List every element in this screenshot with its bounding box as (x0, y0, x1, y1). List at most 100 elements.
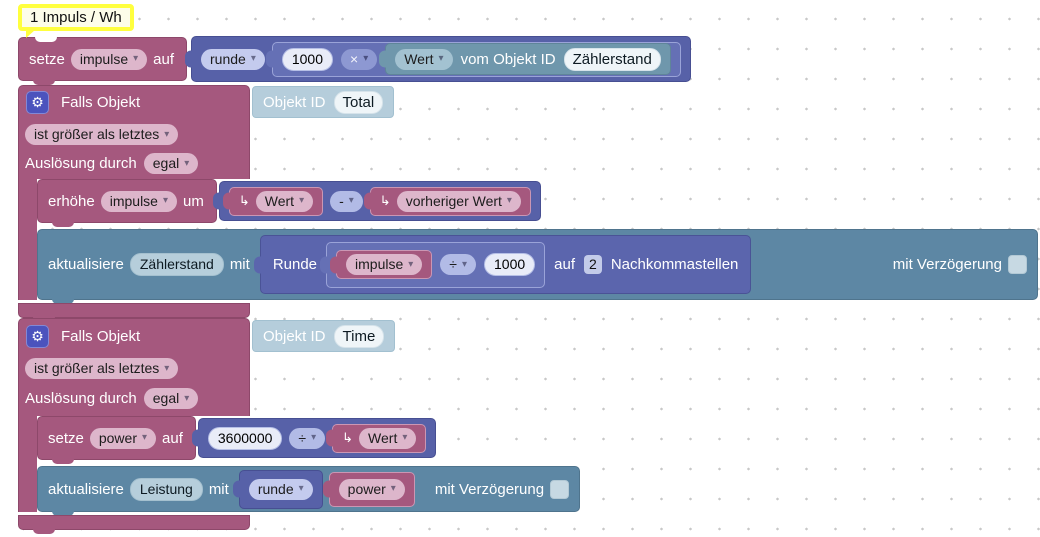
round-mode-dropdown[interactable]: runde ▾ (201, 48, 265, 70)
increase-variable-block[interactable]: erhöhe impulse ▾ um (37, 179, 217, 227)
block-comment[interactable]: 1 Impuls / Wh (18, 4, 134, 38)
round-decimals-block[interactable]: Runde impulse ▾ ÷ ▾ (259, 235, 752, 294)
get-value-block[interactable]: Wert ▾ vom Objekt ID Zählerstand (385, 43, 671, 75)
round-block[interactable]: runde ▾ 1000 × ▾ Wert ▾ vom Objekt ID Zä… (191, 36, 691, 82)
falls-header-body: ⚙ Falls Objekt ist größer als letztes ▾ … (18, 85, 250, 179)
variable-dropdown[interactable]: power ▾ (89, 427, 157, 449)
update-state-block[interactable]: aktualisiere Leistung mit runde ▾ power … (37, 466, 581, 516)
falls-statements: erhöhe impulse ▾ um ↳ Wert ▾ (18, 179, 1038, 304)
objekt-id-field[interactable]: Zählerstand (129, 253, 224, 276)
wert-dropdown[interactable]: Wert ▾ (255, 190, 314, 212)
auf-label: auf (162, 429, 183, 447)
dropdown-arrow-icon: ▾ (461, 258, 468, 270)
condition-value: ist größer als letztes (34, 360, 160, 376)
operator-dropdown[interactable]: ÷ ▾ (440, 254, 477, 275)
mit-verzoegerung-label: mit Verzögerung (892, 256, 1002, 273)
runde-label: Runde (272, 256, 318, 273)
falls-block-foot (18, 303, 250, 322)
operator-value: - (339, 192, 344, 209)
operator-value: ÷ (298, 429, 307, 446)
trigger-value-block[interactable]: ↳ Wert ▾ (228, 186, 324, 216)
round-block[interactable]: runde ▾ (238, 469, 323, 509)
operator-dropdown[interactable]: ÷ ▾ (289, 427, 326, 449)
falls-objekt-label: Falls Objekt (61, 327, 141, 345)
round-mode-dropdown[interactable]: runde ▾ (248, 478, 313, 500)
delay-checkbox[interactable] (550, 479, 570, 499)
um-label: um (183, 192, 204, 210)
dropdown-arrow-icon: ▾ (363, 53, 369, 64)
variable-dropdown[interactable]: impulse ▾ (346, 254, 423, 275)
setze-label: setze (29, 50, 65, 68)
number-field[interactable]: 1000 (484, 253, 536, 276)
vorheriger-wert-value: vorheriger Wert (405, 192, 502, 209)
arithmetic-block[interactable]: impulse ▾ ÷ ▾ 1000 (326, 241, 546, 288)
variable-dropdown[interactable]: power ▾ (338, 478, 405, 500)
ausloesung-value: egal (152, 155, 180, 171)
dropdown-arrow-icon: ▾ (299, 195, 305, 206)
variable-dropdown-value: impulse (79, 50, 129, 67)
wert-dropdown[interactable]: Wert ▾ (359, 427, 417, 449)
objekt-id-block[interactable]: Objekt ID Total (252, 86, 395, 118)
decimals-field[interactable]: 2 (584, 255, 602, 274)
variable-block[interactable]: impulse ▾ (336, 250, 433, 279)
falls-header: ⚙ Falls Objekt (19, 86, 140, 119)
falls-objekt-label: Falls Objekt (61, 94, 141, 111)
delay-checkbox[interactable] (1008, 255, 1027, 274)
aktualisiere-label: aktualisiere (48, 480, 124, 498)
operator-dropdown[interactable]: - ▾ (330, 190, 363, 212)
dropdown-arrow-icon: ▾ (298, 483, 304, 494)
variable-block[interactable]: power ▾ (328, 471, 415, 507)
falls-objekt-total-block[interactable]: Objekt ID Total ⚙ Falls Objekt ist größe… (18, 85, 1038, 322)
dropdown-arrow-icon: ▾ (164, 362, 170, 374)
hook-icon: ↳ (379, 193, 391, 208)
dropdown-arrow-icon: ▾ (402, 432, 408, 443)
objekt-id-field[interactable]: Time (333, 324, 385, 348)
number-field[interactable]: 3600000 (207, 426, 283, 450)
variable-value: impulse (355, 256, 404, 272)
gear-icon[interactable]: ⚙ (26, 324, 49, 348)
dropdown-arrow-icon: ▾ (162, 195, 168, 206)
variable-dropdown[interactable]: impulse ▾ (100, 190, 177, 212)
arithmetic-block[interactable]: 1000 × ▾ Wert ▾ vom Objekt ID Zählerstan… (271, 41, 681, 77)
objekt-id-block[interactable]: Objekt ID Time (252, 320, 396, 352)
condition-dropdown[interactable]: ist größer als letztes ▾ (25, 124, 179, 145)
objekt-id-field[interactable]: Total (333, 90, 384, 114)
ausloesung-dropdown[interactable]: egal ▾ (143, 153, 199, 174)
comment-text: 1 Impuls / Wh (30, 9, 122, 26)
operator-value: ÷ (449, 256, 457, 272)
dropdown-arrow-icon: ▾ (390, 483, 396, 494)
wert-value: Wert (368, 429, 398, 446)
falls-objekt-time-block[interactable]: Objekt ID Time ⚙ Falls Objekt ist größer… (18, 318, 581, 534)
ausloesung-value: egal (152, 390, 180, 406)
falls-block-foot (18, 515, 250, 534)
variable-dropdown[interactable]: impulse ▾ (70, 48, 148, 70)
trigger-value-block[interactable]: ↳ Wert ▾ (332, 423, 427, 453)
value-type-dropdown[interactable]: Wert ▾ (395, 48, 453, 70)
dropdown-arrow-icon: ▾ (164, 128, 170, 140)
aktualisiere-label: aktualisiere (48, 256, 124, 273)
update-state-block[interactable]: aktualisiere Zählerstand mit Runde impul… (37, 229, 1038, 304)
auf-label: auf (554, 256, 576, 273)
vorheriger-wert-dropdown[interactable]: vorheriger Wert ▾ (396, 190, 521, 212)
set-variable-block[interactable]: setze power ▾ auf (37, 416, 196, 464)
round-mode-value: runde (210, 50, 246, 67)
round-mode-value: runde (257, 480, 294, 497)
dropdown-arrow-icon: ▾ (408, 258, 414, 270)
objekt-id-field[interactable]: Leistung (129, 477, 203, 501)
hook-icon: ↳ (238, 193, 250, 208)
set-variable-block[interactable]: setze impulse ▾ auf (18, 37, 187, 85)
operator-dropdown[interactable]: × ▾ (341, 48, 378, 70)
objekt-id-label: Objekt ID (263, 93, 326, 111)
arithmetic-block[interactable]: 3600000 ÷ ▾ ↳ Wert ▾ (197, 418, 437, 458)
ausloesung-dropdown[interactable]: egal ▾ (143, 388, 199, 409)
previous-value-block[interactable]: ↳ vorheriger Wert ▾ (369, 186, 531, 216)
operator-value: × (350, 50, 359, 67)
gear-icon[interactable]: ⚙ (26, 91, 49, 114)
hook-icon: ↳ (342, 430, 354, 445)
objekt-id-field[interactable]: Zählerstand (563, 47, 661, 71)
dropdown-arrow-icon: ▾ (133, 53, 139, 64)
condition-dropdown[interactable]: ist größer als letztes ▾ (25, 358, 179, 379)
number-field[interactable]: 1000 (281, 47, 333, 71)
arithmetic-block[interactable]: ↳ Wert ▾ - ▾ ↳ (218, 181, 541, 221)
